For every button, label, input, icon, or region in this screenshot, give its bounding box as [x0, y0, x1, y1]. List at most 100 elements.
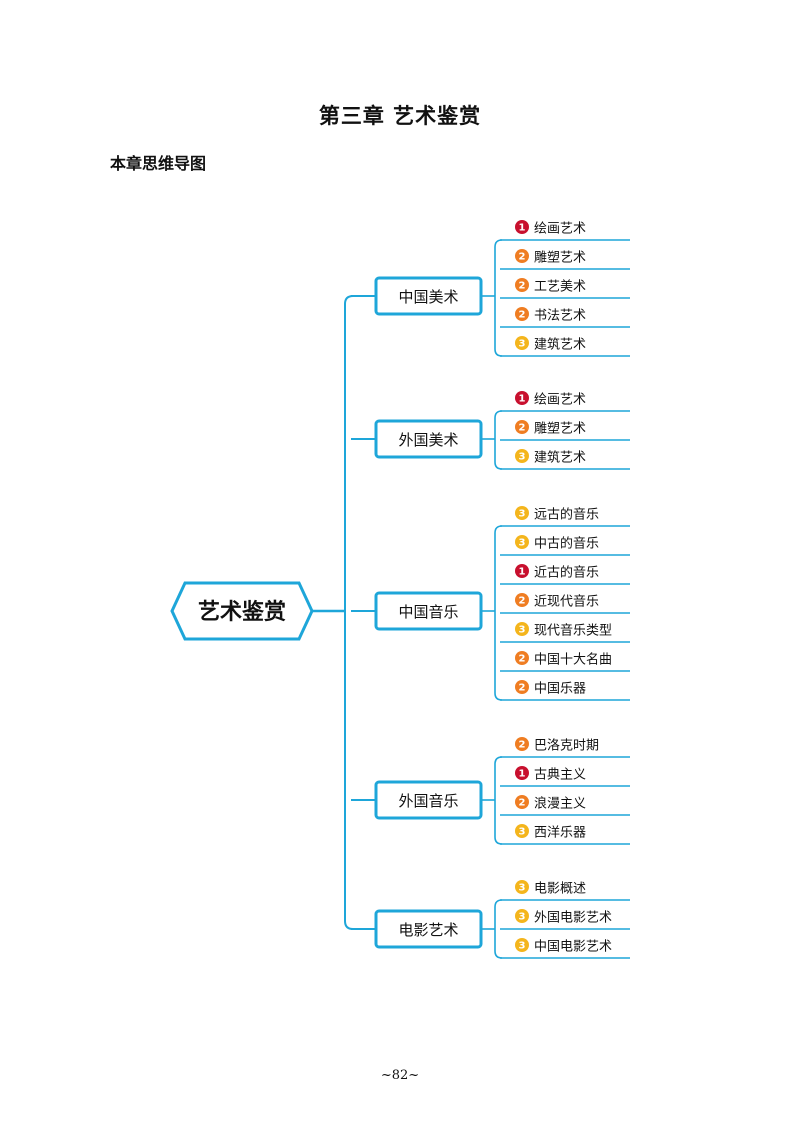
level-badge-number: 2: [519, 596, 526, 607]
level-badge-number: 3: [519, 912, 526, 923]
leaf-item: 2 浪漫主义: [500, 795, 630, 816]
branch-4: 外国音乐 2 巴洛克时期 1 古典主义 2 浪漫主义 3 西洋乐器: [351, 737, 630, 845]
level-badge-number: 1: [519, 394, 526, 405]
leaf-item: 2 雕塑艺术: [500, 420, 630, 441]
leaf-item: 2 工艺美术: [500, 278, 630, 299]
leaf-item: 3 建筑艺术: [500, 336, 630, 357]
leaf-label: 建筑艺术: [534, 337, 586, 353]
leaf-item: 2 中国乐器: [500, 680, 630, 701]
leaf-label: 浪漫主义: [534, 797, 586, 812]
level-badge-icon: [515, 336, 529, 350]
leaf-label: 建筑艺术: [534, 450, 586, 466]
level-badge-icon: [515, 278, 529, 292]
level-badge-icon: [515, 220, 529, 234]
level-badge-number: 3: [519, 827, 526, 838]
level-badge-icon: [515, 622, 529, 636]
level-badge-number: 3: [519, 883, 526, 894]
level-badge-icon: [515, 449, 529, 463]
level-badge-number: 2: [519, 423, 526, 434]
level-badge-number: 2: [519, 654, 526, 665]
leaf-item: 2 中国十大名曲: [500, 651, 630, 672]
leaf-label: 电影概述: [534, 882, 586, 897]
level-badge-icon: [515, 535, 529, 549]
leaf-item: 2 近现代音乐: [500, 593, 630, 614]
leaf-label: 巴洛克时期: [534, 739, 599, 754]
page-number: ~82~: [380, 1068, 420, 1083]
leaf-label: 中国十大名曲: [534, 652, 612, 668]
leaf-label: 雕塑艺术: [534, 422, 586, 437]
level-badge-icon: [515, 737, 529, 751]
level-badge-number: 1: [519, 223, 526, 234]
leaf-spine: [494, 239, 503, 357]
leaf-label: 外国电影艺术: [534, 911, 612, 926]
leaf-label: 近现代音乐: [534, 594, 599, 610]
branch-node-label: 中国美术: [398, 288, 458, 306]
leaf-label: 近古的音乐: [534, 565, 599, 581]
leaf-label: 书法艺术: [534, 309, 586, 324]
level-badge-icon: [515, 249, 529, 263]
level-badge-number: 3: [519, 941, 526, 952]
level-badge-number: 3: [519, 509, 526, 520]
level-badge-icon: [515, 593, 529, 607]
leaf-label: 工艺美术: [534, 280, 586, 295]
leaf-label: 西洋乐器: [534, 826, 586, 841]
level-badge-number: 2: [519, 740, 526, 751]
leaf-item: 1 绘画艺术: [500, 220, 630, 241]
leaf-label: 古典主义: [534, 768, 586, 783]
leaf-label: 中国乐器: [534, 682, 586, 697]
level-badge-number: 2: [519, 252, 526, 263]
level-badge-icon: [515, 880, 529, 894]
leaf-item: 1 古典主义: [500, 766, 630, 787]
level-badge-icon: [515, 420, 529, 434]
level-badge-number: 1: [519, 567, 526, 578]
level-badge-number: 3: [519, 339, 526, 350]
level-badge-icon: [515, 506, 529, 520]
leaf-item: 3 电影概述: [500, 880, 630, 901]
leaf-label: 绘画艺术: [534, 222, 586, 237]
leaf-item: 3 西洋乐器: [500, 824, 630, 845]
level-badge-number: 2: [519, 310, 526, 321]
leaf-label: 雕塑艺术: [534, 251, 586, 266]
level-badge-icon: [515, 938, 529, 952]
root-node-label: 艺术鉴赏: [198, 599, 286, 625]
level-badge-number: 3: [519, 625, 526, 636]
level-badge-icon: [515, 651, 529, 665]
leaf-item: 2 雕塑艺术: [500, 249, 630, 270]
branch-1: 中国美术 1 绘画艺术 2 雕塑艺术 2 工艺美术 2 书法艺术 3 建筑艺术: [351, 220, 630, 357]
leaf-item: 2 书法艺术: [500, 307, 630, 328]
leaf-spine: [494, 756, 503, 845]
level-badge-number: 1: [519, 769, 526, 780]
leaf-spine: [494, 410, 503, 470]
leaf-label: 中国电影艺术: [534, 940, 612, 955]
branch-node-label: 外国音乐: [398, 792, 458, 810]
leaf-label: 中古的音乐: [534, 536, 599, 552]
trunk-line: [344, 295, 354, 930]
level-badge-icon: [515, 680, 529, 694]
level-badge-icon: [515, 391, 529, 405]
leaf-item: 2 巴洛克时期: [500, 737, 630, 758]
leaf-item: 3 中古的音乐: [500, 535, 630, 556]
level-badge-icon: [515, 564, 529, 578]
branch-node-label: 中国音乐: [398, 603, 458, 621]
leaf-item: 3 中国电影艺术: [500, 938, 630, 959]
leaf-spine: [494, 899, 503, 959]
level-badge-number: 2: [519, 683, 526, 694]
level-badge-number: 2: [519, 798, 526, 809]
level-badge-icon: [515, 766, 529, 780]
leaf-label: 现代音乐类型: [534, 623, 612, 639]
leaf-item: 1 近古的音乐: [500, 564, 630, 585]
level-badge-icon: [515, 795, 529, 809]
leaf-item: 3 外国电影艺术: [500, 909, 630, 930]
branch-node-label: 外国美术: [398, 431, 458, 449]
level-badge-number: 3: [519, 538, 526, 549]
level-badge-icon: [515, 909, 529, 923]
section-title: 本章思维导图: [110, 154, 207, 173]
leaf-item: 3 现代音乐类型: [500, 622, 630, 643]
level-badge-number: 2: [519, 281, 526, 292]
